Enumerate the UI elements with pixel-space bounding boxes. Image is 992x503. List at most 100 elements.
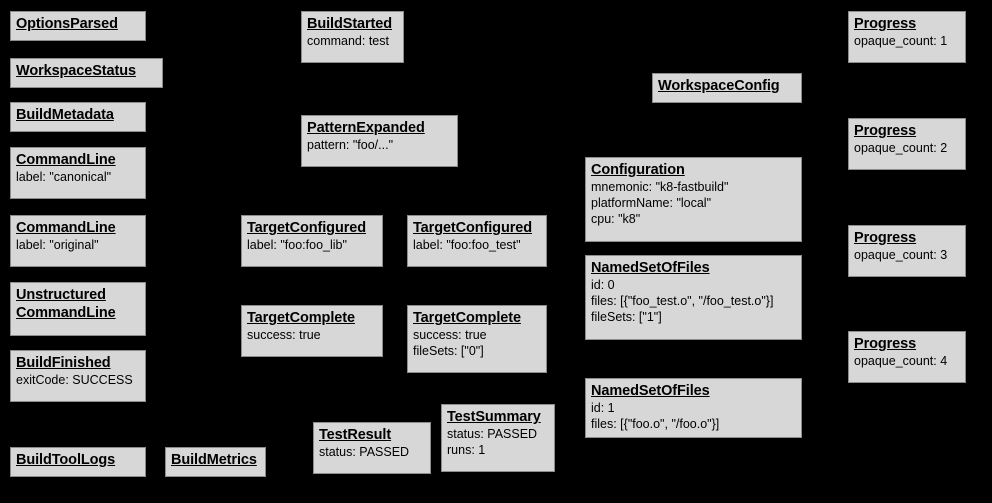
node-property: files: [{"foo_test.o", "/foo_test.o"}] — [591, 294, 774, 308]
node-build-metrics[interactable]: BuildMetrics — [165, 447, 266, 477]
node-build-metadata[interactable]: BuildMetadata — [10, 102, 146, 132]
node-property: success: true — [413, 328, 487, 342]
node-title-line: Progress — [854, 16, 917, 32]
node-property: exitCode: SUCCESS — [16, 373, 133, 387]
node-target-complete-test[interactable]: TargetComplete success: true fileSets: ["0… — [407, 305, 547, 373]
node-title-line: BuildMetrics — [171, 452, 257, 468]
node-title-line: Unstructured — [16, 287, 106, 303]
node-title: TestSummary — [447, 408, 549, 426]
node-configuration[interactable]: Configuration mnemonic: "k8-fastbuild" pla… — [585, 157, 802, 242]
node-title: NamedSetOfFiles — [591, 382, 796, 400]
node-title-line: CommandLine — [16, 220, 116, 236]
node-property: files: [{"foo.o", "/foo.o"}] — [591, 417, 720, 431]
node-title: Configuration — [591, 161, 796, 179]
node-title: TestResult — [319, 426, 425, 444]
node-title-line: BuildStarted — [307, 16, 393, 32]
node-property: label: "foo:foo_lib" — [247, 238, 347, 252]
node-title-line: TestSummary — [447, 409, 541, 425]
node-options-parsed[interactable]: OptionsParsed — [10, 11, 146, 41]
node-title: WorkspaceConfig — [658, 77, 796, 95]
node-title-line: TargetConfigured — [247, 220, 366, 236]
node-title-line: TargetConfigured — [413, 220, 532, 236]
node-property: status: PASSED — [447, 427, 538, 441]
node-title: TargetComplete — [247, 309, 377, 327]
node-property: status: PASSED — [319, 445, 410, 459]
node-test-result[interactable]: TestResult status: PASSED — [313, 422, 431, 474]
node-title-line: TargetComplete — [247, 310, 355, 326]
node-build-started[interactable]: BuildStarted command: test — [301, 11, 404, 63]
node-title: TargetComplete — [413, 309, 541, 327]
node-target-complete-lib[interactable]: TargetComplete success: true — [241, 305, 383, 357]
node-build-tool-logs[interactable]: BuildToolLogs — [10, 447, 146, 477]
node-title: BuildMetrics — [171, 451, 260, 469]
node-target-configured-foo-lib[interactable]: TargetConfigured label: "foo:foo_lib" — [241, 215, 383, 267]
node-property: label: "original" — [16, 238, 99, 252]
node-progress-4[interactable]: Progress opaque_count: 4 — [848, 331, 966, 383]
node-title-line: CommandLine — [16, 152, 116, 168]
node-property: runs: 1 — [447, 443, 486, 457]
node-title-line: Configuration — [591, 162, 685, 178]
node-command-line-original[interactable]: CommandLine label: "original" — [10, 215, 146, 267]
node-command-line-canonical[interactable]: CommandLine label: "canonical" — [10, 147, 146, 199]
node-title-line: NamedSetOfFiles — [591, 383, 710, 399]
node-property: label: "canonical" — [16, 170, 112, 184]
node-title-line: PatternExpanded — [307, 120, 425, 136]
node-workspace-config[interactable]: WorkspaceConfig — [652, 73, 802, 103]
node-title-line: Progress — [854, 336, 917, 352]
node-property: id: 0 — [591, 278, 615, 292]
node-test-summary[interactable]: TestSummary status: PASSED runs: 1 — [441, 404, 555, 472]
node-title: OptionsParsed — [16, 15, 140, 33]
node-title: CommandLine — [16, 219, 140, 237]
node-property: command: test — [307, 34, 389, 48]
node-progress-2[interactable]: Progress opaque_count: 2 — [848, 118, 966, 170]
node-title-line: WorkspaceStatus — [16, 63, 136, 79]
node-property: fileSets: ["0"] — [413, 344, 484, 358]
node-title: CommandLine — [16, 151, 140, 169]
node-property: label: "foo:foo_test" — [413, 238, 521, 252]
node-title: BuildMetadata — [16, 106, 140, 124]
node-title: BuildStarted — [307, 15, 398, 33]
node-progress-3[interactable]: Progress opaque_count: 3 — [848, 225, 966, 277]
node-property: opaque_count: 2 — [854, 141, 948, 155]
node-title: Progress — [854, 15, 960, 33]
node-title-line: TargetComplete — [413, 310, 521, 326]
node-title: TargetConfigured — [413, 219, 541, 237]
node-title: WorkspaceStatus — [16, 62, 157, 80]
node-property: cpu: "k8" — [591, 212, 641, 226]
node-target-configured-foo-test[interactable]: TargetConfigured label: "foo:foo_test" — [407, 215, 547, 267]
node-named-set-of-files-0[interactable]: NamedSetOfFiles id: 0 files: [{"foo_test.o… — [585, 255, 802, 340]
node-title-line: Progress — [854, 123, 917, 139]
node-property: success: true — [247, 328, 321, 342]
node-title: PatternExpanded — [307, 119, 452, 137]
node-property: platformName: "local" — [591, 196, 712, 210]
node-title: Progress — [854, 122, 960, 140]
node-title: TargetConfigured — [247, 219, 377, 237]
node-title: Progress — [854, 335, 960, 353]
node-title-line: BuildMetadata — [16, 107, 114, 123]
node-title-line: WorkspaceConfig — [658, 78, 780, 94]
node-title-line: NamedSetOfFiles — [591, 260, 710, 276]
node-title-line: OptionsParsed — [16, 16, 118, 32]
node-progress-1[interactable]: Progress opaque_count: 1 — [848, 11, 966, 63]
node-pattern-expanded[interactable]: PatternExpanded pattern: "foo/..." — [301, 115, 458, 167]
node-named-set-of-files-1[interactable]: NamedSetOfFiles id: 1 files: [{"foo.o", "/… — [585, 378, 802, 438]
node-property: opaque_count: 1 — [854, 34, 948, 48]
node-title: BuildToolLogs — [16, 451, 140, 469]
node-property: id: 1 — [591, 401, 615, 415]
node-title-line: Progress — [854, 230, 917, 246]
node-property: opaque_count: 3 — [854, 248, 948, 262]
node-title: NamedSetOfFiles — [591, 259, 796, 277]
node-property: opaque_count: 4 — [854, 354, 948, 368]
node-title: Progress — [854, 229, 960, 247]
node-title: BuildFinished — [16, 354, 140, 372]
node-title-line: TestResult — [319, 427, 392, 443]
node-workspace-status[interactable]: WorkspaceStatus — [10, 58, 163, 88]
node-title-line: BuildToolLogs — [16, 452, 116, 468]
node-property: pattern: "foo/..." — [307, 138, 394, 152]
node-property: mnemonic: "k8-fastbuild" — [591, 180, 729, 194]
node-property: fileSets: ["1"] — [591, 310, 662, 324]
